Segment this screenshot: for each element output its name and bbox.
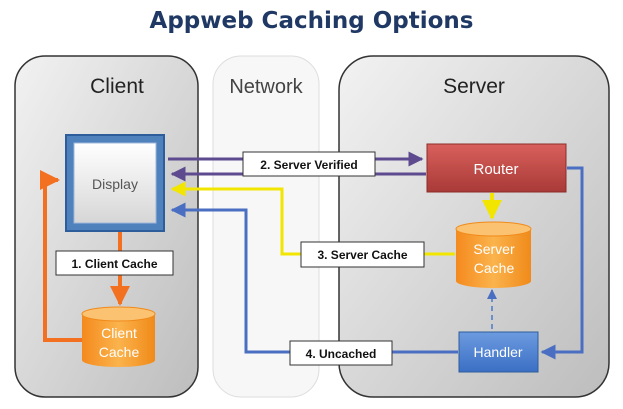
server-cache-label-line2: Cache (474, 260, 515, 276)
label-client-cache-text: 1. Client Cache (71, 257, 157, 271)
router-node: Router (426, 143, 567, 193)
client-cache-label-line2: Cache (99, 344, 140, 360)
label-client-cache: 1. Client Cache (55, 250, 174, 276)
label-uncached: 4. Uncached (289, 340, 393, 366)
server-cache-label-line1: Server (473, 241, 515, 257)
display-node: Display (65, 134, 165, 232)
server-region-label: Server (443, 75, 505, 98)
network-region: Network (212, 55, 320, 398)
handler-label: Handler (473, 344, 522, 360)
label-server-verified-text: 2. Server Verified (260, 158, 357, 172)
client-region-label: Client (90, 75, 144, 98)
label-uncached-text: 4. Uncached (306, 347, 377, 361)
label-server-verified: 2. Server Verified (242, 151, 376, 177)
router-label: Router (473, 161, 518, 178)
label-server-cache-text: 3. Server Cache (317, 248, 407, 262)
server-cache-node: Server Cache (455, 221, 532, 288)
network-region-label: Network (229, 76, 303, 98)
handler-node: Handler (458, 331, 539, 373)
client-cache-node: Client Cache (81, 306, 156, 367)
client-cache-label-line1: Client (101, 325, 137, 341)
display-label: Display (92, 176, 138, 192)
label-server-cache: 3. Server Cache (300, 241, 425, 268)
diagram-title: Appweb Caching Options (149, 8, 474, 34)
